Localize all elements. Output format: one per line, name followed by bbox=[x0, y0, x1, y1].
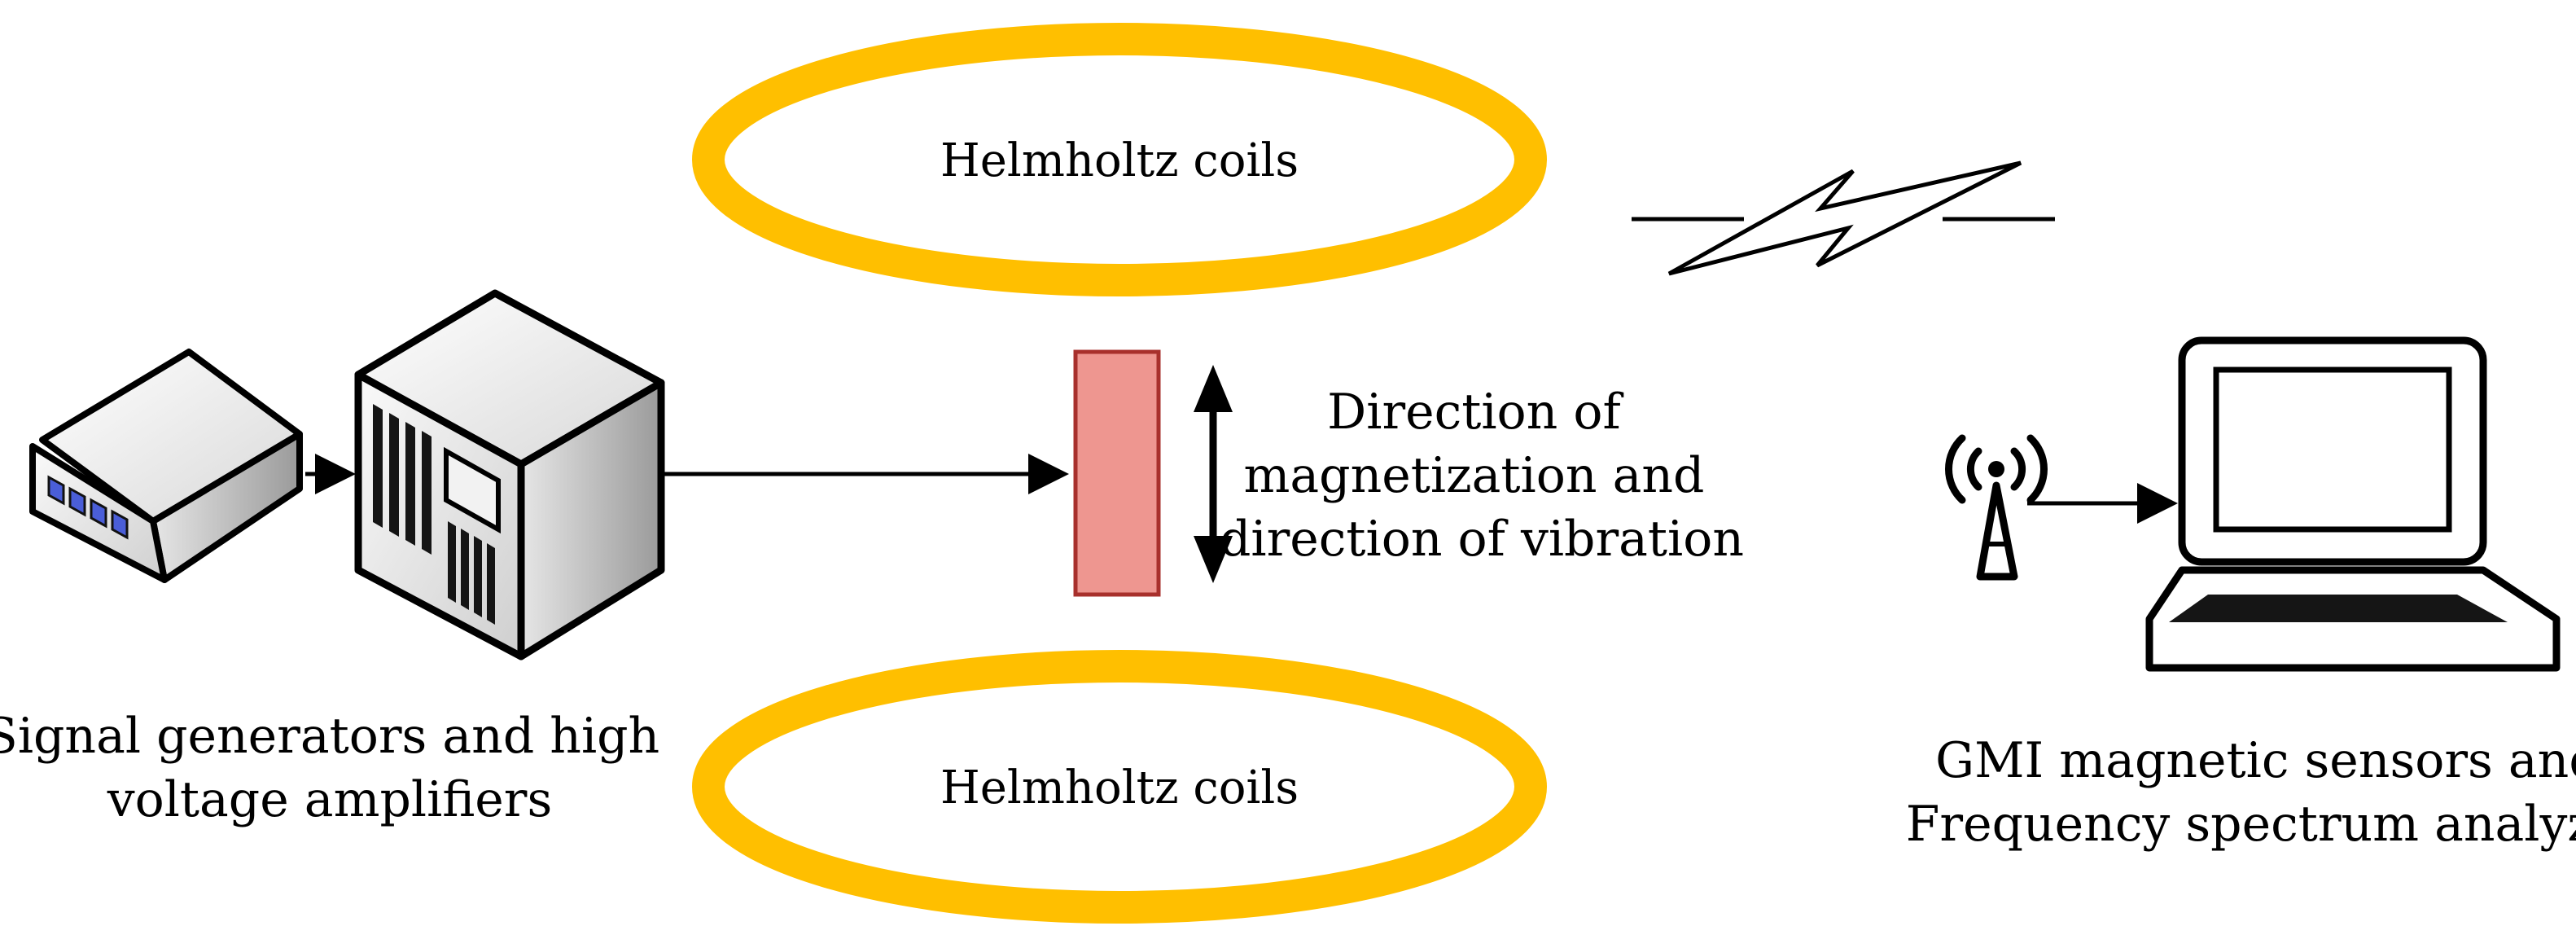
direction-label: Direction of magnetization and direction… bbox=[1220, 384, 1744, 568]
wireless-link-icon bbox=[1632, 160, 2055, 276]
laptop-screen bbox=[2213, 366, 2452, 533]
laptop-keyboard bbox=[2169, 595, 2508, 622]
direction-label-line-1: Direction of bbox=[1327, 384, 1623, 441]
coil-top-label: Helmholtz coils bbox=[940, 134, 1299, 187]
generator-label: Signal generators and high voltage ampli… bbox=[0, 708, 675, 828]
amplifier-icon bbox=[354, 289, 665, 661]
generator-label-line-1: Signal generators and high bbox=[0, 708, 659, 765]
helmholtz-coil-top: Helmholtz coils bbox=[692, 23, 1547, 296]
generator-label-line-2: voltage amplifiers bbox=[107, 771, 553, 828]
helmholtz-coil-bottom: Helmholtz coils bbox=[692, 650, 1547, 924]
antenna-icon bbox=[1945, 434, 2048, 581]
sensor-label: GMI magnetic sensors and Frequency spect… bbox=[1906, 732, 2576, 853]
generator-display-buttons bbox=[47, 475, 129, 540]
sensor-label-line-2: Frequency spectrum analyzer bbox=[1906, 796, 2576, 853]
amplifier-display bbox=[444, 446, 501, 534]
direction-label-line-3: direction of vibration bbox=[1220, 511, 1744, 568]
sample-specimen bbox=[1073, 349, 1161, 597]
amplifier-vents-right bbox=[448, 521, 495, 625]
direction-label-line-2: magnetization and bbox=[1244, 447, 1705, 504]
sensor-label-line-1: GMI magnetic sensors and bbox=[1935, 732, 2576, 789]
coil-bottom-label: Helmholtz coils bbox=[940, 761, 1299, 814]
amplifier-vents bbox=[373, 404, 432, 555]
laptop-icon bbox=[2145, 336, 2561, 672]
vibration-direction-arrow bbox=[1194, 365, 1233, 583]
signal-generator-icon bbox=[29, 349, 303, 583]
